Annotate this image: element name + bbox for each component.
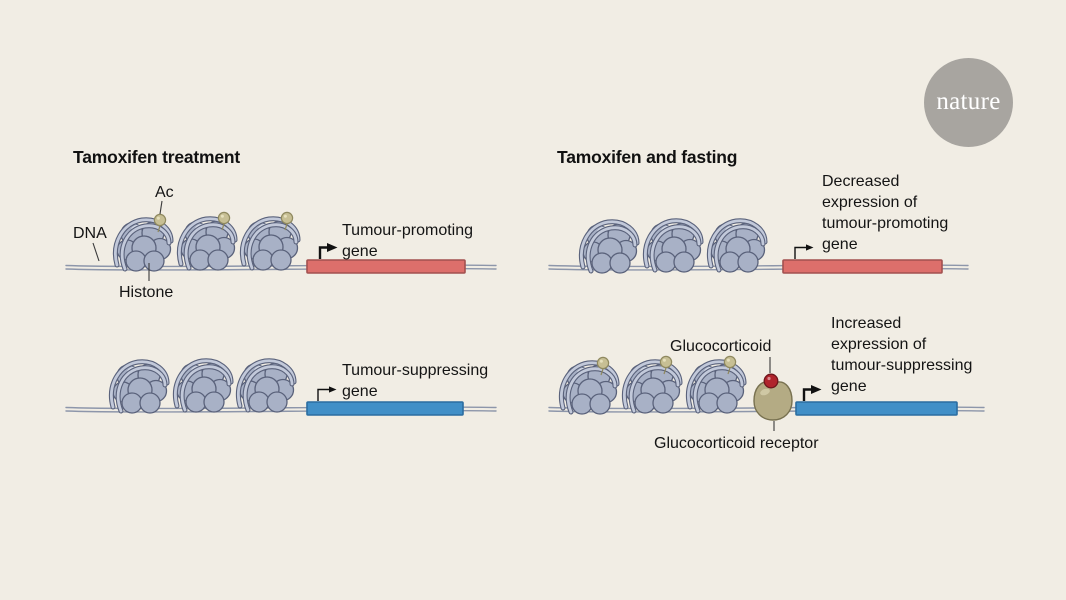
- nucleosome: [242, 219, 298, 270]
- transcription-arrow-thin: [317, 386, 337, 401]
- increased-expression-annotation: Increased expression of tumour-suppressi…: [831, 315, 973, 395]
- tumour-suppressing-gene-label: Tumour-suppressing gene: [342, 362, 489, 400]
- dna-label: DNA: [73, 225, 107, 242]
- right-panel-heading: Tamoxifen and fasting: [557, 147, 738, 167]
- nucleosome: [111, 362, 167, 413]
- nucleosome: [581, 222, 637, 273]
- nucleosome: [624, 362, 680, 413]
- tumour-promoting-gene-label: Tumour-promoting gene: [342, 222, 474, 260]
- glucocorticoid-label: Glucocorticoid: [670, 338, 772, 355]
- nature-logo: nature: [924, 58, 1013, 147]
- glucocorticoid-ligand: [763, 373, 779, 389]
- transcription-arrow-thin: [794, 244, 814, 259]
- decreased-expression-annotation: Decreased expression of tumour-promoting…: [822, 173, 949, 253]
- nucleosomes-bottom-left: [111, 361, 294, 413]
- label-pointer-lines: [92, 200, 775, 431]
- histone-label: Histone: [119, 284, 174, 301]
- nucleosome: [709, 221, 765, 272]
- nucleosomes-top-right: [581, 221, 765, 273]
- transcription-arrow-bold: [318, 243, 338, 259]
- nucleosome: [238, 361, 294, 412]
- nucleosome: [688, 362, 744, 413]
- nature-logo-text: nature: [936, 87, 1001, 115]
- acetyl-label: Ac: [155, 184, 174, 201]
- tumour-suppressing-gene-bar: [306, 401, 464, 416]
- nucleosome: [645, 221, 701, 272]
- nucleosome: [115, 220, 171, 271]
- nucleosome: [179, 219, 235, 270]
- left-panel-heading: Tamoxifen treatment: [73, 147, 241, 167]
- nucleosome: [561, 363, 617, 414]
- nucleosomes-bottom-right: [561, 355, 744, 414]
- tumour-promoting-gene-bar-fasting: [782, 259, 943, 274]
- glucocorticoid-receptor-label: Glucocorticoid receptor: [654, 435, 819, 452]
- nucleosome: [175, 361, 231, 412]
- tumour-promoting-gene-bar: [306, 259, 466, 274]
- tumour-suppressing-gene-bar-fasting: [795, 401, 958, 416]
- transcription-arrow-bold: [802, 385, 822, 401]
- nucleosomes-top-left: [115, 211, 298, 271]
